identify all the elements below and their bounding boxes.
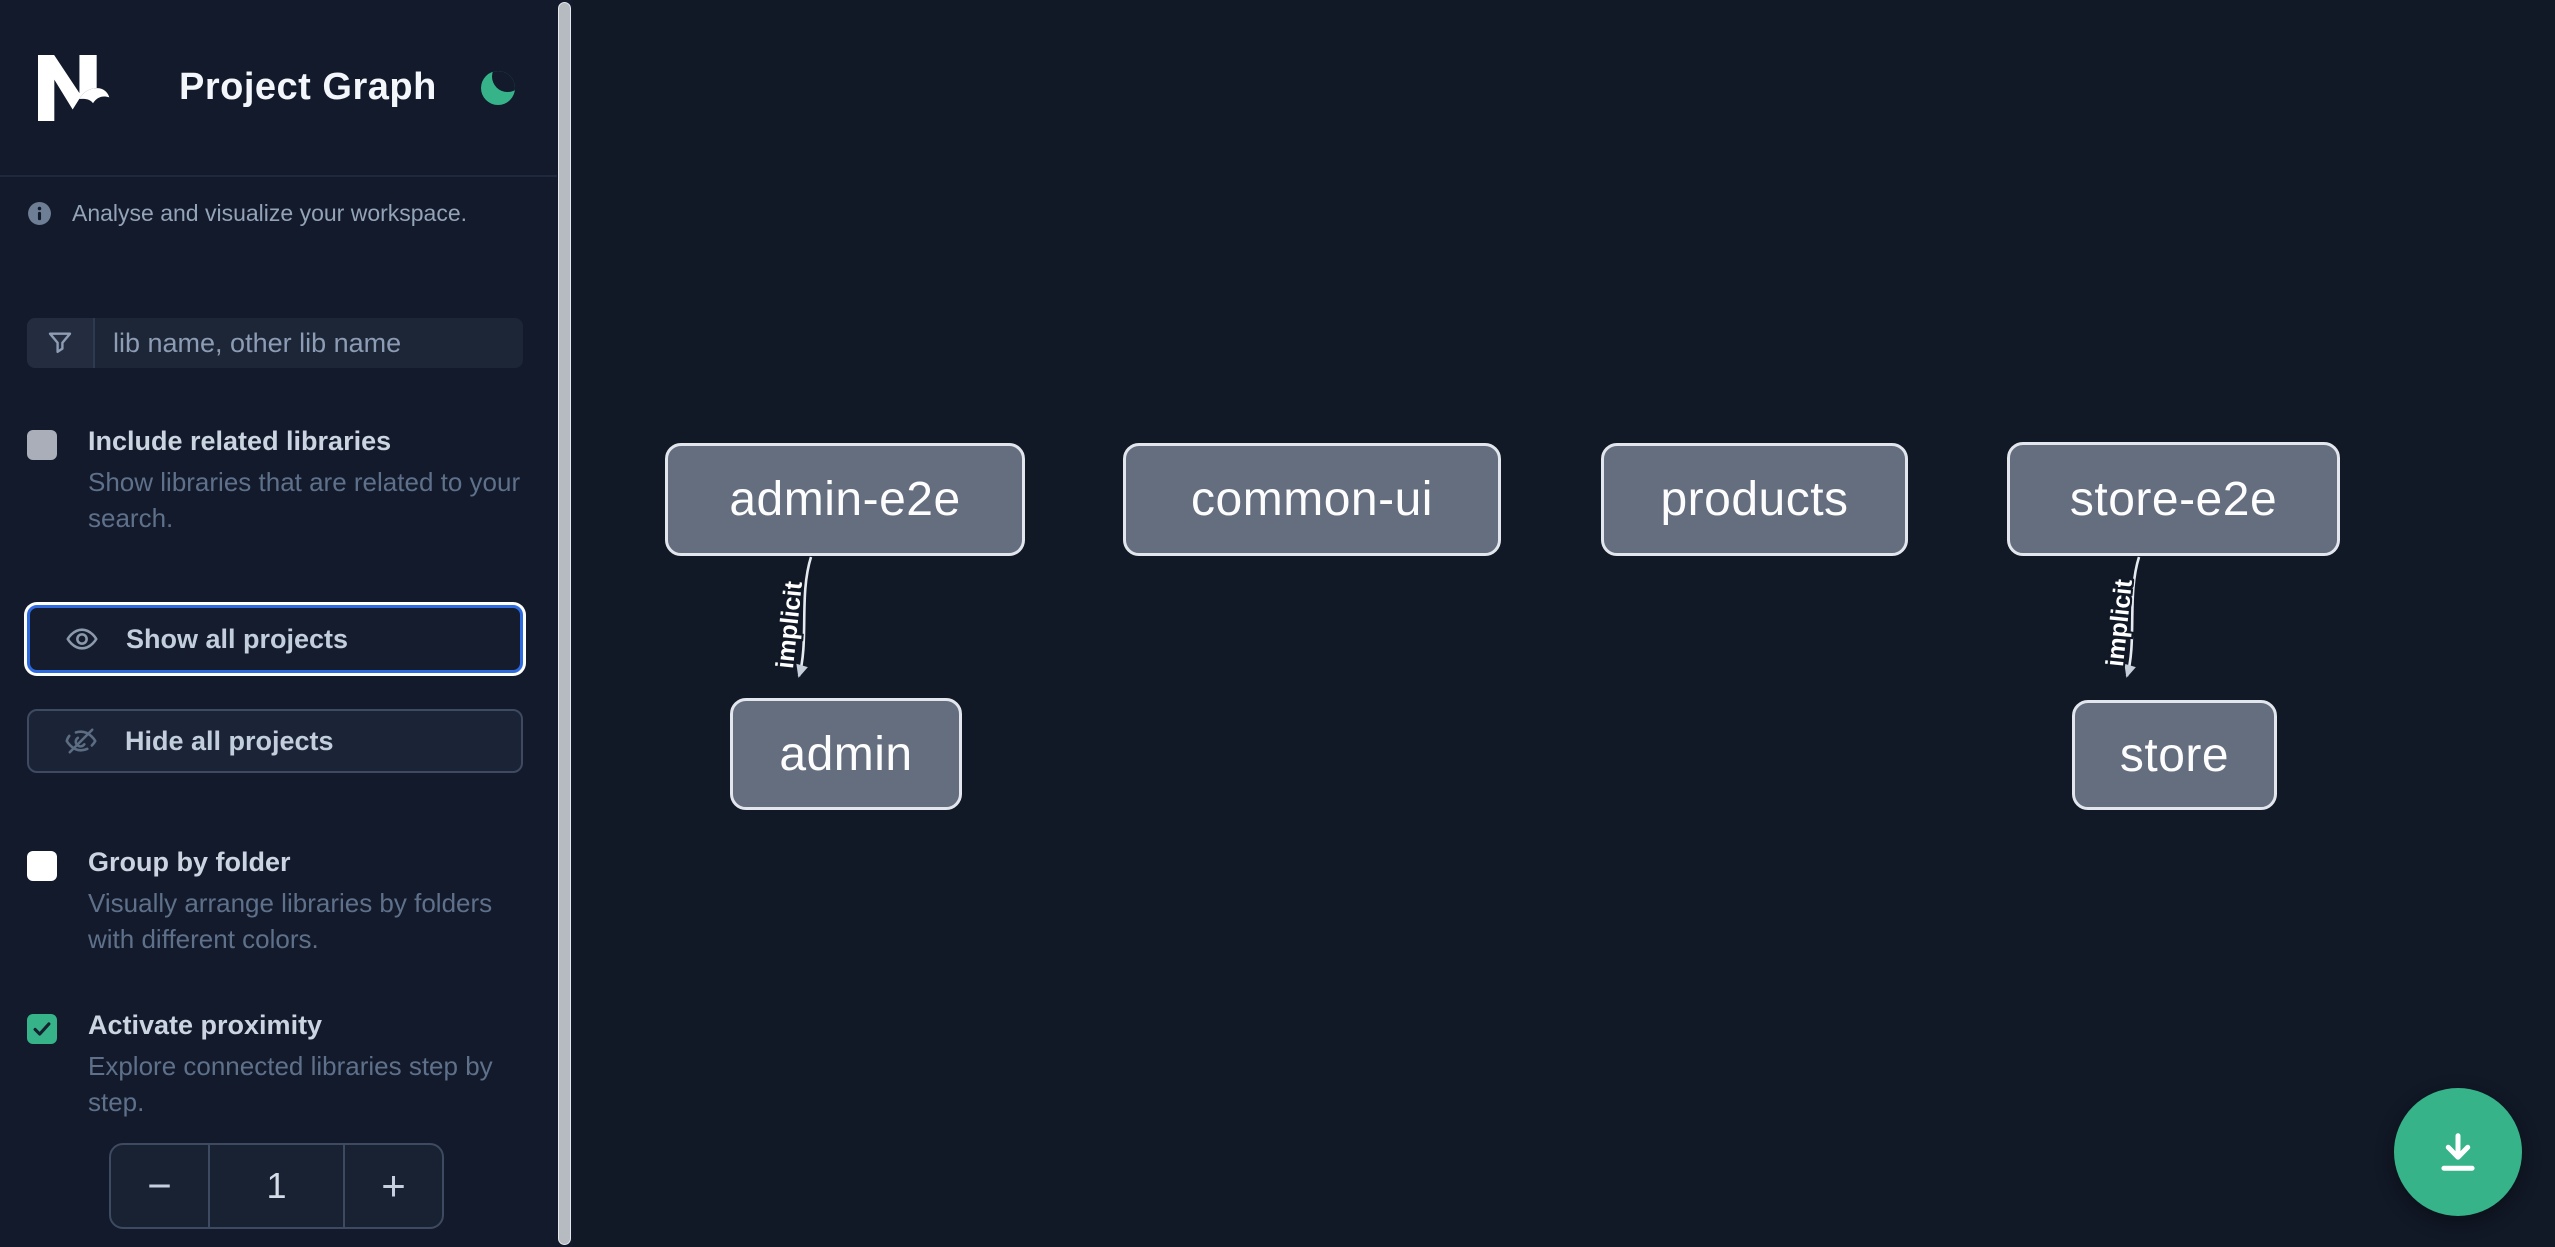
option-group-by-folder: Group by folder Visually arrange librari… (27, 845, 527, 957)
filter-icon-cell (27, 318, 95, 368)
option-activate-proximity: Activate proximity Explore connected lib… (27, 1008, 527, 1120)
group-by-folder-checkbox[interactable] (27, 851, 57, 881)
option-include-related: Include related libraries Show libraries… (27, 424, 527, 536)
include-related-label: Include related libraries (88, 426, 392, 456)
node-admin-e2e[interactable]: admin-e2e (665, 443, 1025, 556)
node-store[interactable]: store (2072, 700, 2277, 810)
check-icon (33, 1022, 51, 1036)
moon-icon (480, 70, 515, 105)
filter-box (27, 318, 523, 368)
download-icon (2441, 1133, 2475, 1171)
eye-icon (66, 628, 98, 650)
info-icon (28, 202, 51, 225)
stepper-value: 1 (208, 1145, 345, 1227)
tagline-row: Analyse and visualize your workspace. (27, 200, 527, 227)
page-title: Project Graph (179, 66, 437, 108)
funnel-icon (48, 332, 72, 353)
hide-all-projects-label: Hide all projects (125, 725, 334, 756)
sidebar-scrollbar-thumb[interactable] (558, 2, 571, 1245)
sidebar: Project Graph Analyse and visualize your… (0, 0, 557, 1247)
proximity-stepper: − 1 + (109, 1143, 444, 1229)
activate-proximity-description: Explore connected libraries step by step… (88, 1051, 493, 1117)
project-graph-canvas[interactable] (573, 0, 2555, 1247)
activate-proximity-label: Activate proximity (88, 1010, 323, 1040)
node-common-ui[interactable]: common-ui (1123, 443, 1501, 556)
show-all-projects-button[interactable]: Show all projects (27, 605, 523, 673)
nx-logo-icon (38, 54, 110, 121)
node-admin[interactable]: admin (730, 698, 962, 810)
node-store-e2e[interactable]: store-e2e (2007, 442, 2340, 556)
stepper-increment-button[interactable]: + (381, 1162, 406, 1209)
group-by-folder-description: Visually arrange libraries by folders wi… (88, 888, 493, 954)
stepper-decrement-button[interactable]: − (147, 1162, 172, 1209)
tagline-text: Analyse and visualize your workspace. (72, 200, 468, 226)
hide-all-projects-button[interactable]: Hide all projects (27, 709, 523, 773)
download-image-button[interactable] (2394, 1088, 2522, 1216)
activate-proximity-checkbox[interactable] (27, 1014, 57, 1044)
include-related-checkbox[interactable] (27, 430, 57, 460)
include-related-description: Show libraries that are related to your … (88, 467, 521, 533)
sidebar-scrollbar[interactable] (557, 0, 573, 1247)
show-all-projects-label: Show all projects (126, 623, 349, 654)
filter-input[interactable] (95, 318, 523, 368)
theme-toggle-button[interactable] (480, 70, 515, 105)
group-by-folder-label: Group by folder (88, 847, 291, 877)
node-products[interactable]: products (1601, 443, 1908, 556)
sidebar-header: Project Graph (0, 0, 557, 177)
eye-off-icon (65, 728, 97, 754)
